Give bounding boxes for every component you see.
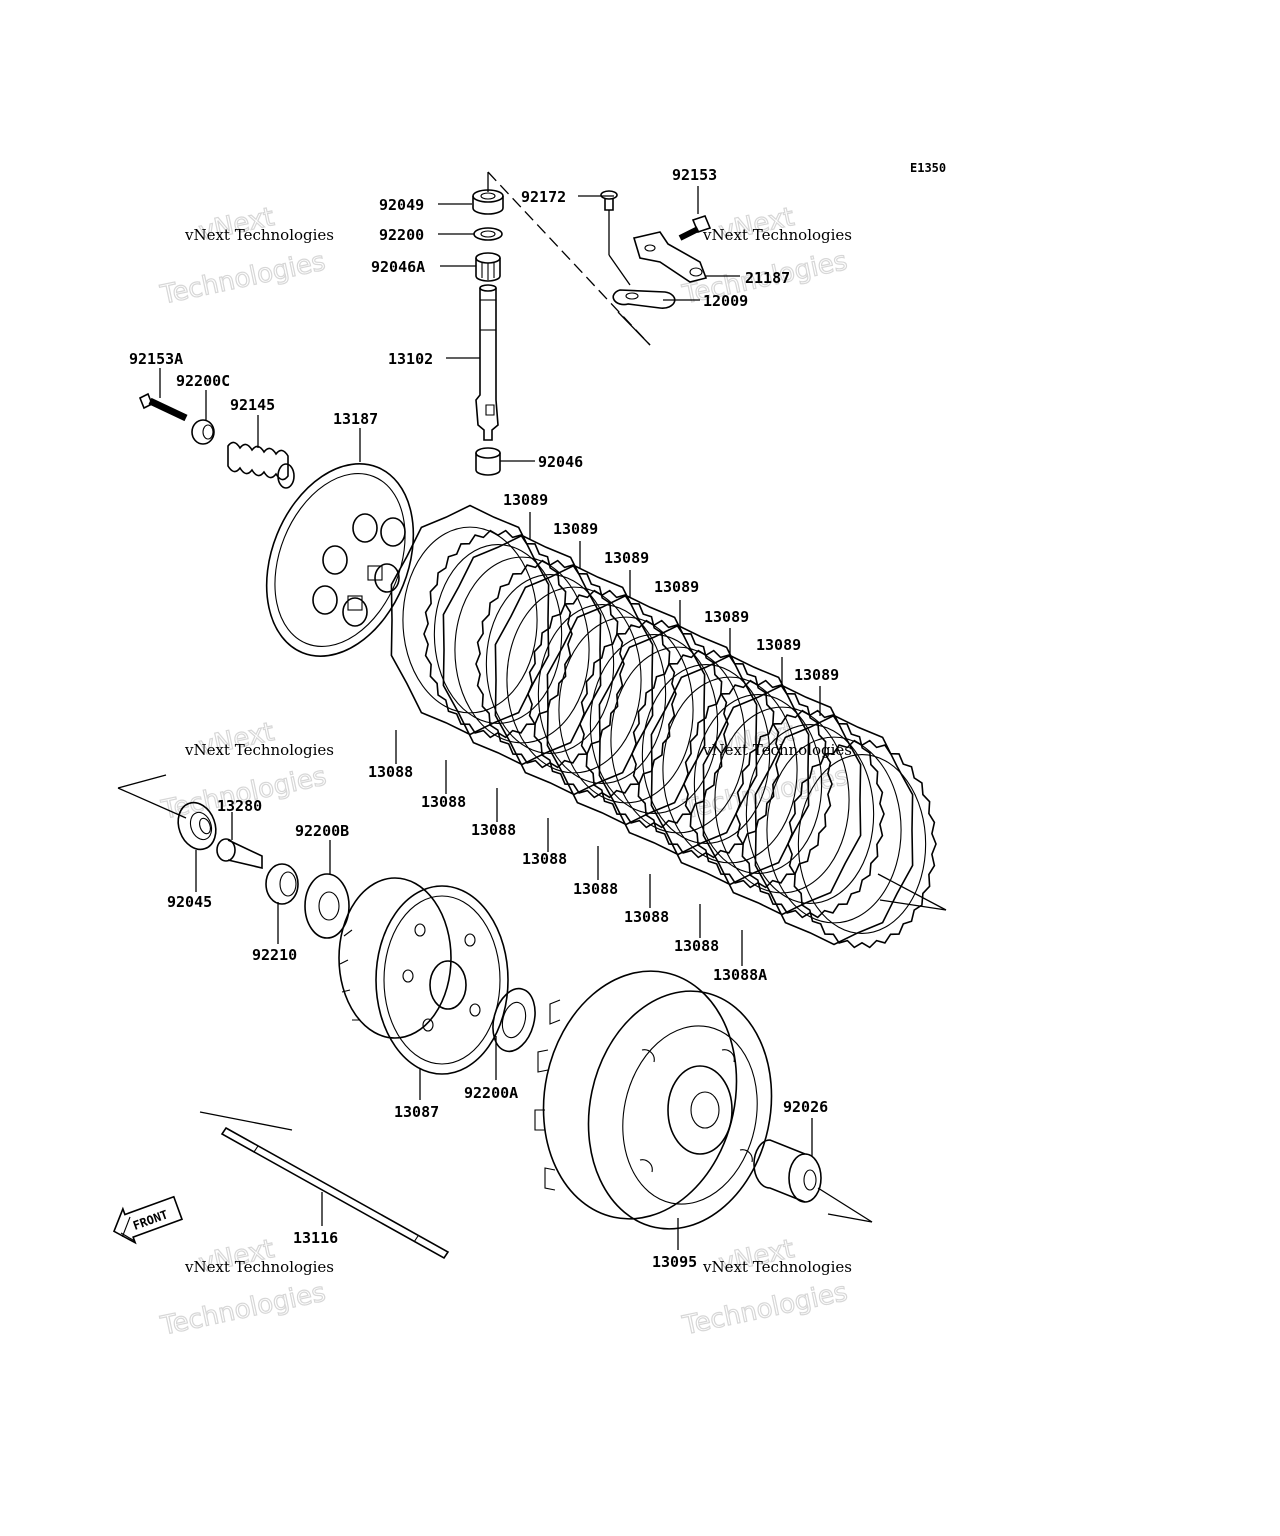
steel-plate-8	[787, 739, 937, 949]
part-number-92153: 92153	[672, 166, 717, 184]
washer-92200	[473, 227, 503, 241]
part-number-92172: 92172	[521, 188, 566, 206]
part-number-13088a: 13088	[368, 763, 413, 781]
friction-plate-2	[442, 534, 602, 766]
watermark-bottom-left: Technologies vNext vNext Technologies	[157, 1234, 334, 1343]
watermark-bottom-right: Technologies vNext vNext Technologies	[679, 1234, 852, 1343]
friction-plate-6	[650, 654, 810, 886]
part-number-13088d: 13088	[522, 850, 567, 868]
part-number-12009: 12009	[703, 292, 748, 310]
clutch-plate-stack	[390, 504, 937, 966]
pressure-plate-13187	[265, 463, 415, 657]
part-number-13095: 13095	[652, 1253, 697, 1271]
sleeve-92026	[753, 1139, 822, 1203]
bolt-92153A	[138, 392, 188, 422]
collar-92200C	[191, 419, 215, 445]
part-number-92210: 92210	[252, 946, 297, 964]
washer-92200A	[492, 987, 536, 1053]
plate-12009	[612, 289, 676, 309]
release-lever-group	[578, 186, 740, 309]
part-number-13089g: 13089	[794, 666, 839, 684]
friction-plate-8	[754, 714, 914, 946]
svg-text:vNext Technologies: vNext Technologies	[184, 1258, 334, 1276]
part-number-92200B: 92200B	[295, 822, 349, 840]
needle-bearing-92046	[475, 447, 501, 476]
watermark-top-left: Technologies vNext vNext Technologies	[157, 202, 334, 312]
part-number-13088A: 13088A	[713, 966, 767, 984]
release-shaft-13102	[475, 284, 499, 441]
svg-text:Technologies: Technologies	[158, 761, 329, 825]
front-label: FRONT	[131, 1207, 170, 1233]
part-number-13102: 13102	[388, 350, 433, 368]
housing-group	[199, 970, 873, 1260]
friction-plate-4	[546, 594, 706, 826]
part-number-13089e: 13089	[704, 608, 749, 626]
svg-text:Technologies: Technologies	[158, 1278, 329, 1342]
part-number-13187: 13187	[333, 410, 378, 428]
diagram-code: E1350	[910, 161, 946, 175]
part-number-13087: 13087	[394, 1103, 439, 1121]
part-number-13088b: 13088	[421, 793, 466, 811]
part-number-92046: 92046	[538, 453, 583, 471]
svg-text:Technologies: Technologies	[680, 1277, 851, 1341]
pressure-plate-group	[138, 368, 415, 657]
ball-bearing-92045	[177, 801, 217, 851]
part-number-92046A: 92046A	[371, 258, 425, 276]
part-number-92200: 92200	[379, 226, 424, 244]
release-shaft-group	[438, 171, 651, 476]
friction-plate-7	[702, 684, 862, 916]
oil-seal-92049	[472, 189, 504, 215]
part-number-13088e: 13088	[573, 880, 618, 898]
friction-plate-3	[494, 564, 654, 796]
part-number-13089a: 13089	[503, 491, 548, 509]
washer-92200B	[304, 873, 350, 939]
svg-text:vNext Technologies: vNext Technologies	[184, 741, 334, 759]
part-number-13089b: 13089	[553, 520, 598, 538]
bolt-92153	[678, 215, 712, 241]
clutch-hub-13087	[338, 877, 509, 1075]
push-rod-13116	[220, 1126, 450, 1260]
part-number-13089c: 13089	[604, 549, 649, 567]
part-number-92200C: 92200C	[176, 372, 230, 390]
svg-text:vNext Technologies: vNext Technologies	[702, 226, 852, 244]
part-labels: 92049 92200 92046A 13102 92046 92172 92153 2118…	[129, 166, 839, 1271]
part-number-92049: 92049	[379, 196, 424, 214]
part-number-92200A: 92200A	[464, 1084, 518, 1102]
hub-assembly-group	[117, 774, 536, 1100]
friction-plate-5	[598, 624, 758, 856]
clutch-housing-13095	[534, 970, 773, 1230]
part-number-13088g: 13088	[674, 937, 719, 955]
part-number-13088c: 13088	[471, 821, 516, 839]
part-number-92045: 92045	[167, 893, 212, 911]
pusher-13280	[216, 838, 263, 870]
front-direction-marker: FRONT	[112, 1195, 184, 1245]
svg-text:Technologies: Technologies	[157, 247, 328, 311]
part-number-13089d: 13089	[654, 578, 699, 596]
part-number-92026: 92026	[783, 1098, 828, 1116]
nut-92210	[265, 863, 299, 905]
svg-text:vNext Technologies: vNext Technologies	[702, 1258, 852, 1276]
steel-plate-7	[735, 709, 885, 919]
part-number-92145: 92145	[230, 396, 275, 414]
lever-21187	[632, 231, 708, 283]
part-number-21187: 21187	[745, 269, 790, 287]
svg-text:vNext Technologies: vNext Technologies	[702, 741, 852, 759]
svg-text:vNext Technologies: vNext Technologies	[184, 226, 334, 244]
part-number-13089f: 13089	[756, 636, 801, 654]
screw-92172	[600, 190, 618, 211]
part-number-13088f: 13088	[624, 908, 669, 926]
part-number-13280: 13280	[217, 797, 262, 815]
friction-plate-1	[390, 504, 550, 736]
needle-bearing-92046A	[475, 252, 501, 282]
part-number-13116: 13116	[293, 1229, 338, 1247]
spring-92145	[227, 441, 295, 489]
part-number-92153A: 92153A	[129, 350, 183, 368]
